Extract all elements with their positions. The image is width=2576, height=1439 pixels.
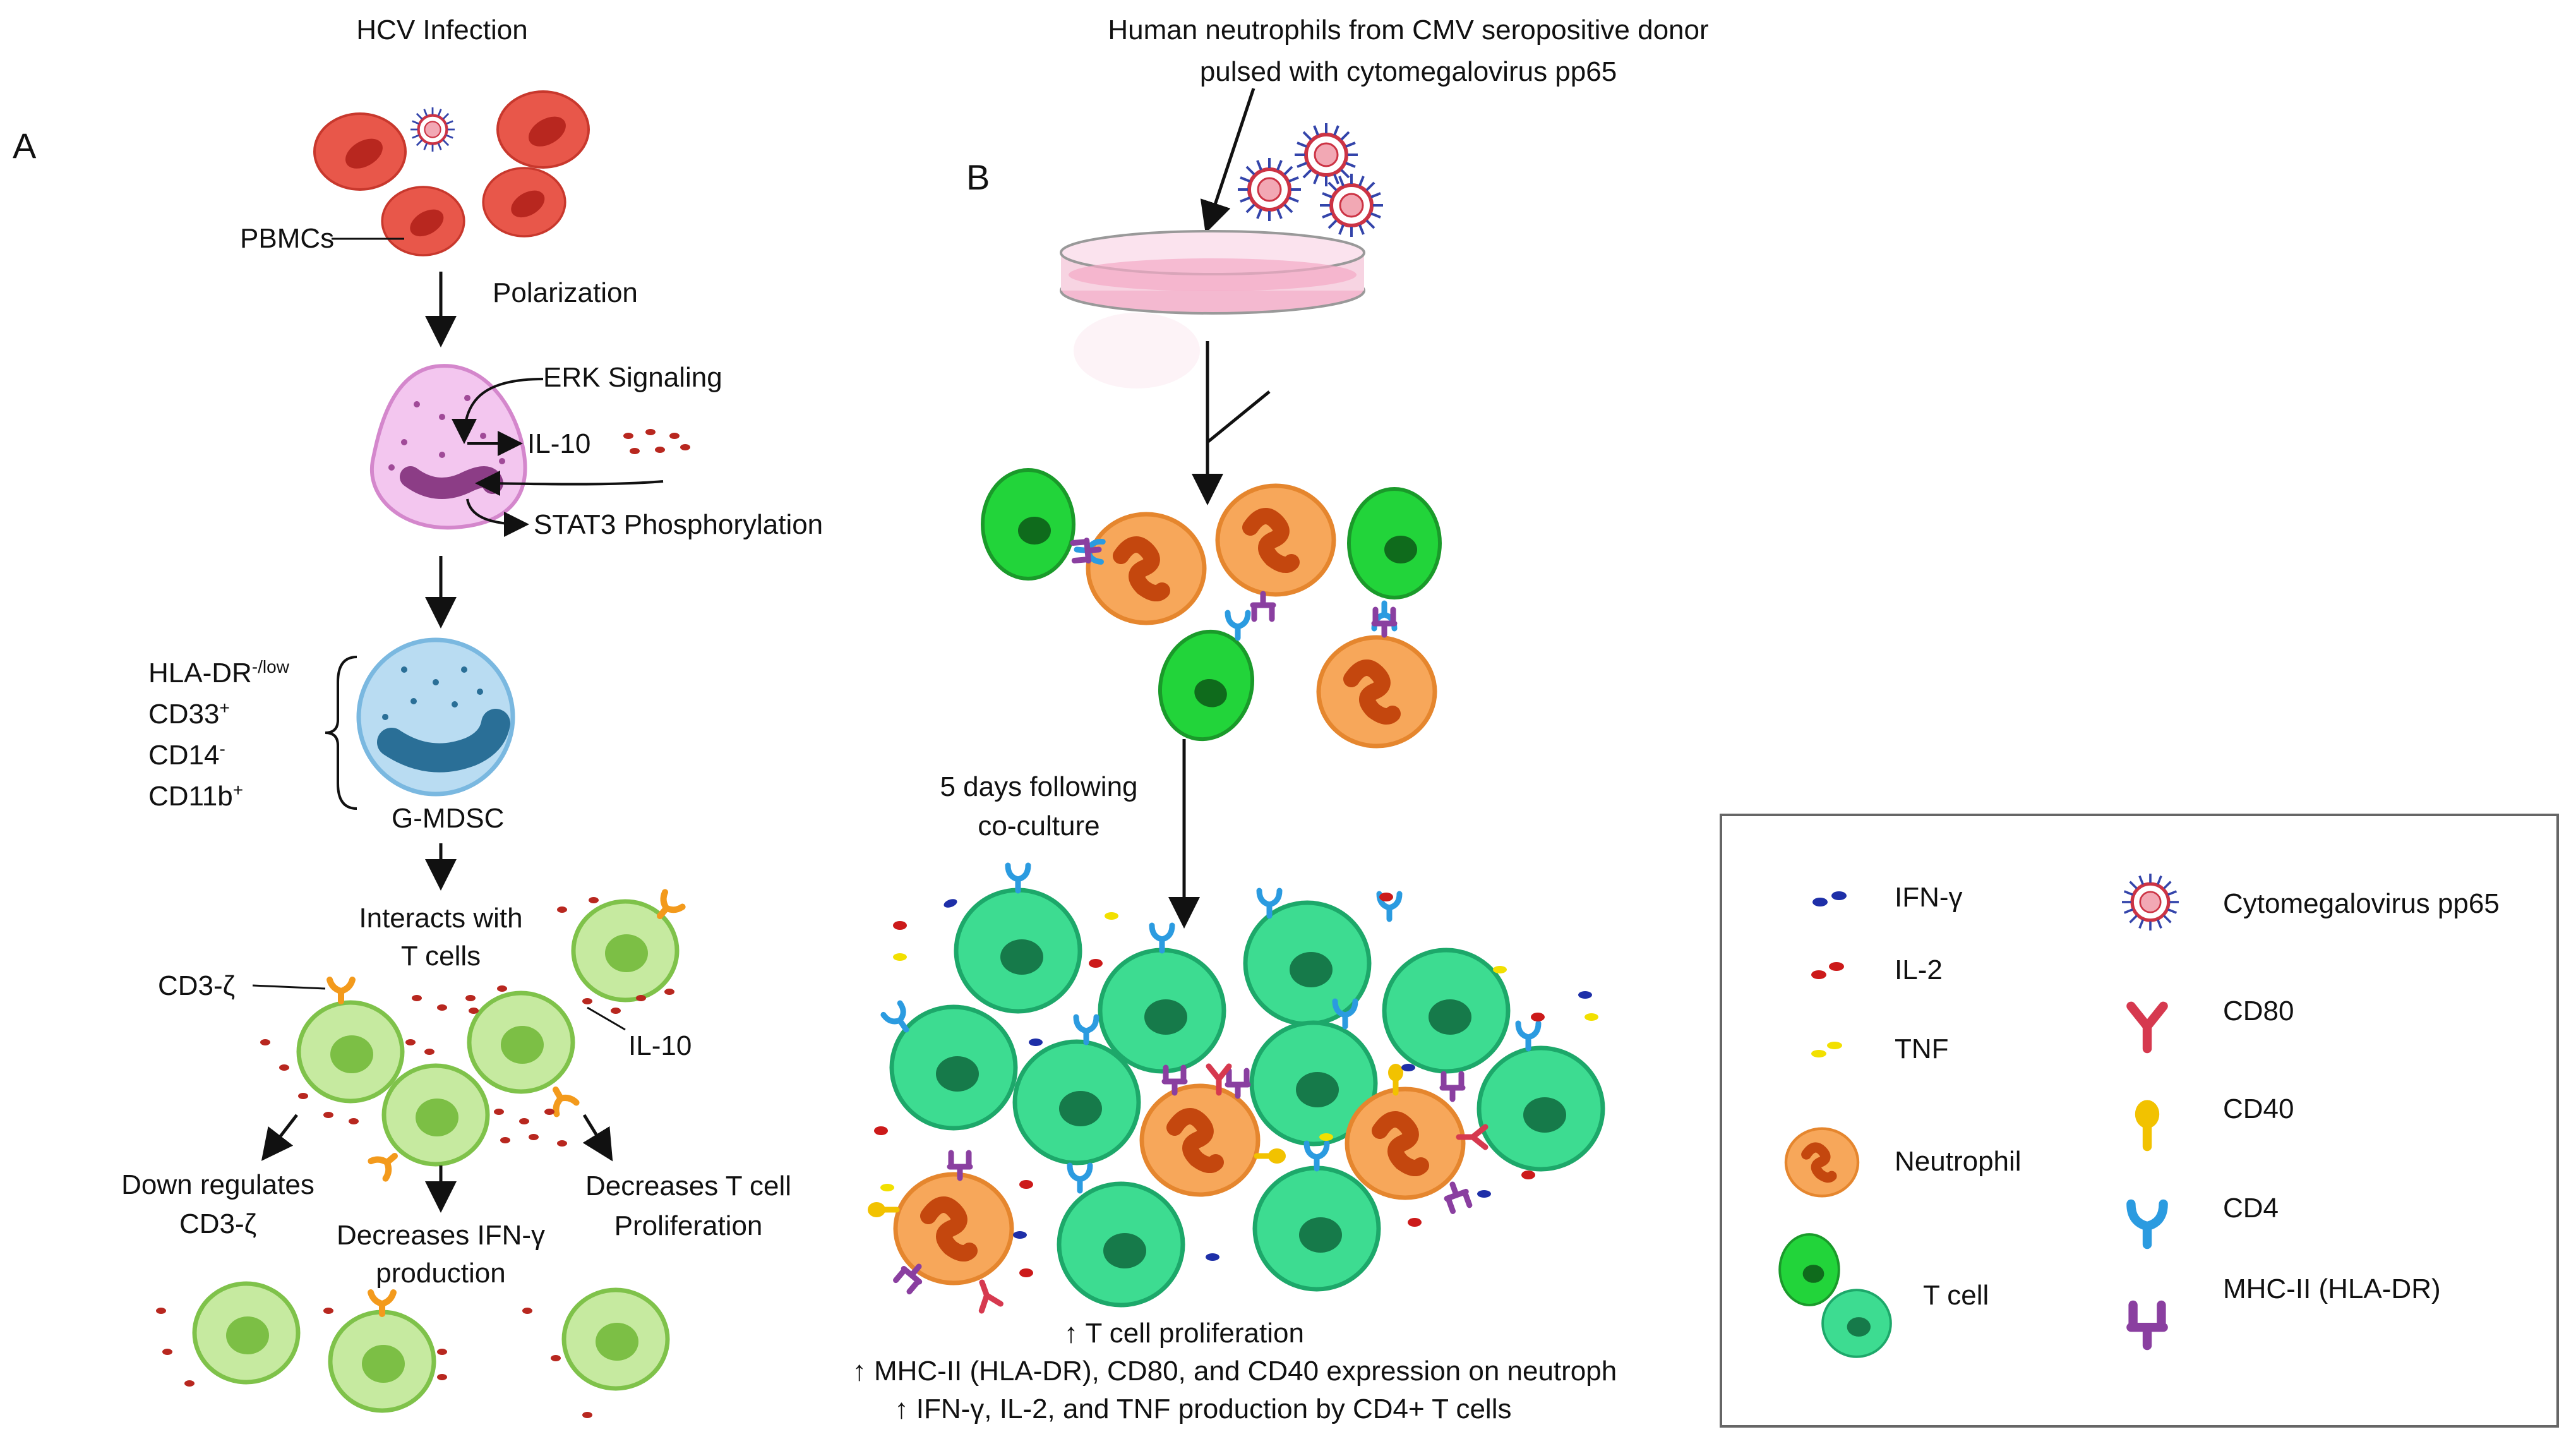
prolif-line2: Proliferation	[614, 1210, 763, 1241]
interacts-line2: T cells	[401, 941, 481, 972]
cytokine-dots	[874, 893, 1598, 1277]
cmv-virus-icon	[1295, 123, 1358, 186]
stat3-label: STAT3 Phosphorylation	[534, 509, 823, 540]
svg-text:IFN-γ: IFN-γ	[1895, 882, 1963, 913]
svg-text:Neutrophil: Neutrophil	[1895, 1146, 2022, 1177]
svg-text:CD14-: CD14-	[148, 739, 225, 771]
svg-text:TNF: TNF	[1895, 1033, 1949, 1064]
title-arrow	[1200, 88, 1255, 234]
legend-tnf: TNF	[1811, 1033, 1949, 1064]
legend-mhc: MHC-II (HLA-DR)	[2131, 1273, 2441, 1346]
svg-text:Cytomegalovirus pp65: Cytomegalovirus pp65	[2223, 888, 2500, 919]
il10-top-label: IL-10	[527, 428, 590, 459]
cd3z-label: CD3-ζ	[158, 970, 235, 1001]
prolif-line1: Decreases T cell	[585, 1171, 791, 1201]
marker-brace	[325, 656, 357, 810]
erk-arrow	[452, 378, 544, 444]
legend-cd80: CD80	[2131, 996, 2294, 1049]
result-cluster	[868, 865, 1603, 1311]
down-line2: CD3-ζ	[179, 1208, 256, 1239]
gmdsc-cell	[356, 637, 515, 797]
cmv-virus-cluster	[1238, 123, 1383, 237]
down-arrow	[261, 1114, 298, 1161]
svg-text:CD33+: CD33+	[148, 698, 230, 730]
il10-dots-mid	[260, 897, 674, 1147]
stat3-return-arrow	[475, 471, 664, 497]
interacts-line1: Interacts with	[359, 903, 522, 934]
legend-neutrophil: Neutrophil	[1786, 1129, 2022, 1196]
days-line1: 5 days following	[940, 771, 1137, 802]
legend-box: IFN-γ IL-2 TNF Neutrophil T cell Cytomeg…	[1720, 814, 2559, 1428]
hcv-virus-icon	[410, 107, 455, 152]
panel-b-title-line2: pulsed with cytomegalovirus pp65	[1200, 56, 1617, 87]
panel-b-letter: B	[966, 157, 990, 197]
prolif-arrow	[582, 1114, 613, 1162]
down-line1: Down regulates	[121, 1169, 315, 1200]
stat3-arrow	[466, 498, 529, 537]
il10-mid-label: IL-10	[628, 1030, 692, 1061]
il10-dots-top	[623, 429, 690, 454]
legend-tcell: T cell	[1778, 1233, 1989, 1358]
legend-cd4: CD4	[2131, 1193, 2279, 1244]
panel-b-title-line1: Human neutrophils from CMV seropositive …	[1108, 15, 1708, 45]
polarization-label: Polarization	[493, 277, 638, 308]
days-line2: co-culture	[978, 810, 1099, 841]
gmdsc-label: G-MDSC	[392, 803, 504, 834]
cmv-virus-icon	[2122, 874, 2179, 930]
panel-a-title: HCV Infection	[356, 15, 527, 45]
il10-dots-bottom	[156, 1308, 592, 1418]
legend-cd40: CD40	[2135, 1093, 2294, 1147]
interaction-tcells	[299, 892, 683, 1178]
svg-text:CD40: CD40	[2223, 1093, 2294, 1124]
svg-text:IL-2: IL-2	[1895, 954, 1943, 985]
cmv-virus-icon	[1238, 158, 1301, 221]
svg-text:HLA-DR-/low: HLA-DR-/low	[148, 657, 290, 689]
svg-text:MHC-II (HLA-DR): MHC-II (HLA-DR)	[2223, 1273, 2441, 1304]
legend-il2: IL-2	[1811, 954, 1943, 985]
svg-text:CD4: CD4	[2223, 1193, 2279, 1224]
coculture-group	[983, 470, 1440, 750]
outcome-tcells	[195, 1284, 668, 1411]
result-line3: ↑ IFN-γ, IL-2, and TNF production by CD4…	[895, 1394, 1512, 1424]
pbmc-label: PBMCs	[240, 223, 334, 254]
cd3z-pointer	[252, 984, 326, 990]
cmv-virus-icon	[1320, 174, 1383, 237]
branch-line	[1206, 390, 1271, 443]
ifn-line1: Decreases IFN-γ	[337, 1220, 545, 1251]
erk-label: ERK Signaling	[543, 362, 722, 393]
ifn-line2: production	[376, 1258, 505, 1289]
mdsc-cell	[369, 364, 527, 530]
gmdsc-markers: HLA-DR-/low CD33+ CD14- CD11b+	[148, 657, 290, 812]
il10-mid-pointer	[587, 1006, 626, 1031]
result-line2: ↑ MHC-II (HLA-DR), CD80, and CD40 expres…	[853, 1356, 1617, 1387]
pbmc-cluster	[313, 90, 590, 256]
petri-dish	[1060, 230, 1365, 388]
legend-ifn: IFN-γ	[1812, 882, 1963, 913]
svg-text:CD80: CD80	[2223, 996, 2294, 1027]
svg-text:CD11b+: CD11b+	[148, 780, 243, 812]
panel-a-letter: A	[13, 126, 37, 166]
svg-text:T cell: T cell	[1923, 1280, 1989, 1311]
legend-cmv: Cytomegalovirus pp65	[2122, 874, 2500, 930]
result-line1: ↑ T cell proliferation	[1064, 1318, 1304, 1349]
